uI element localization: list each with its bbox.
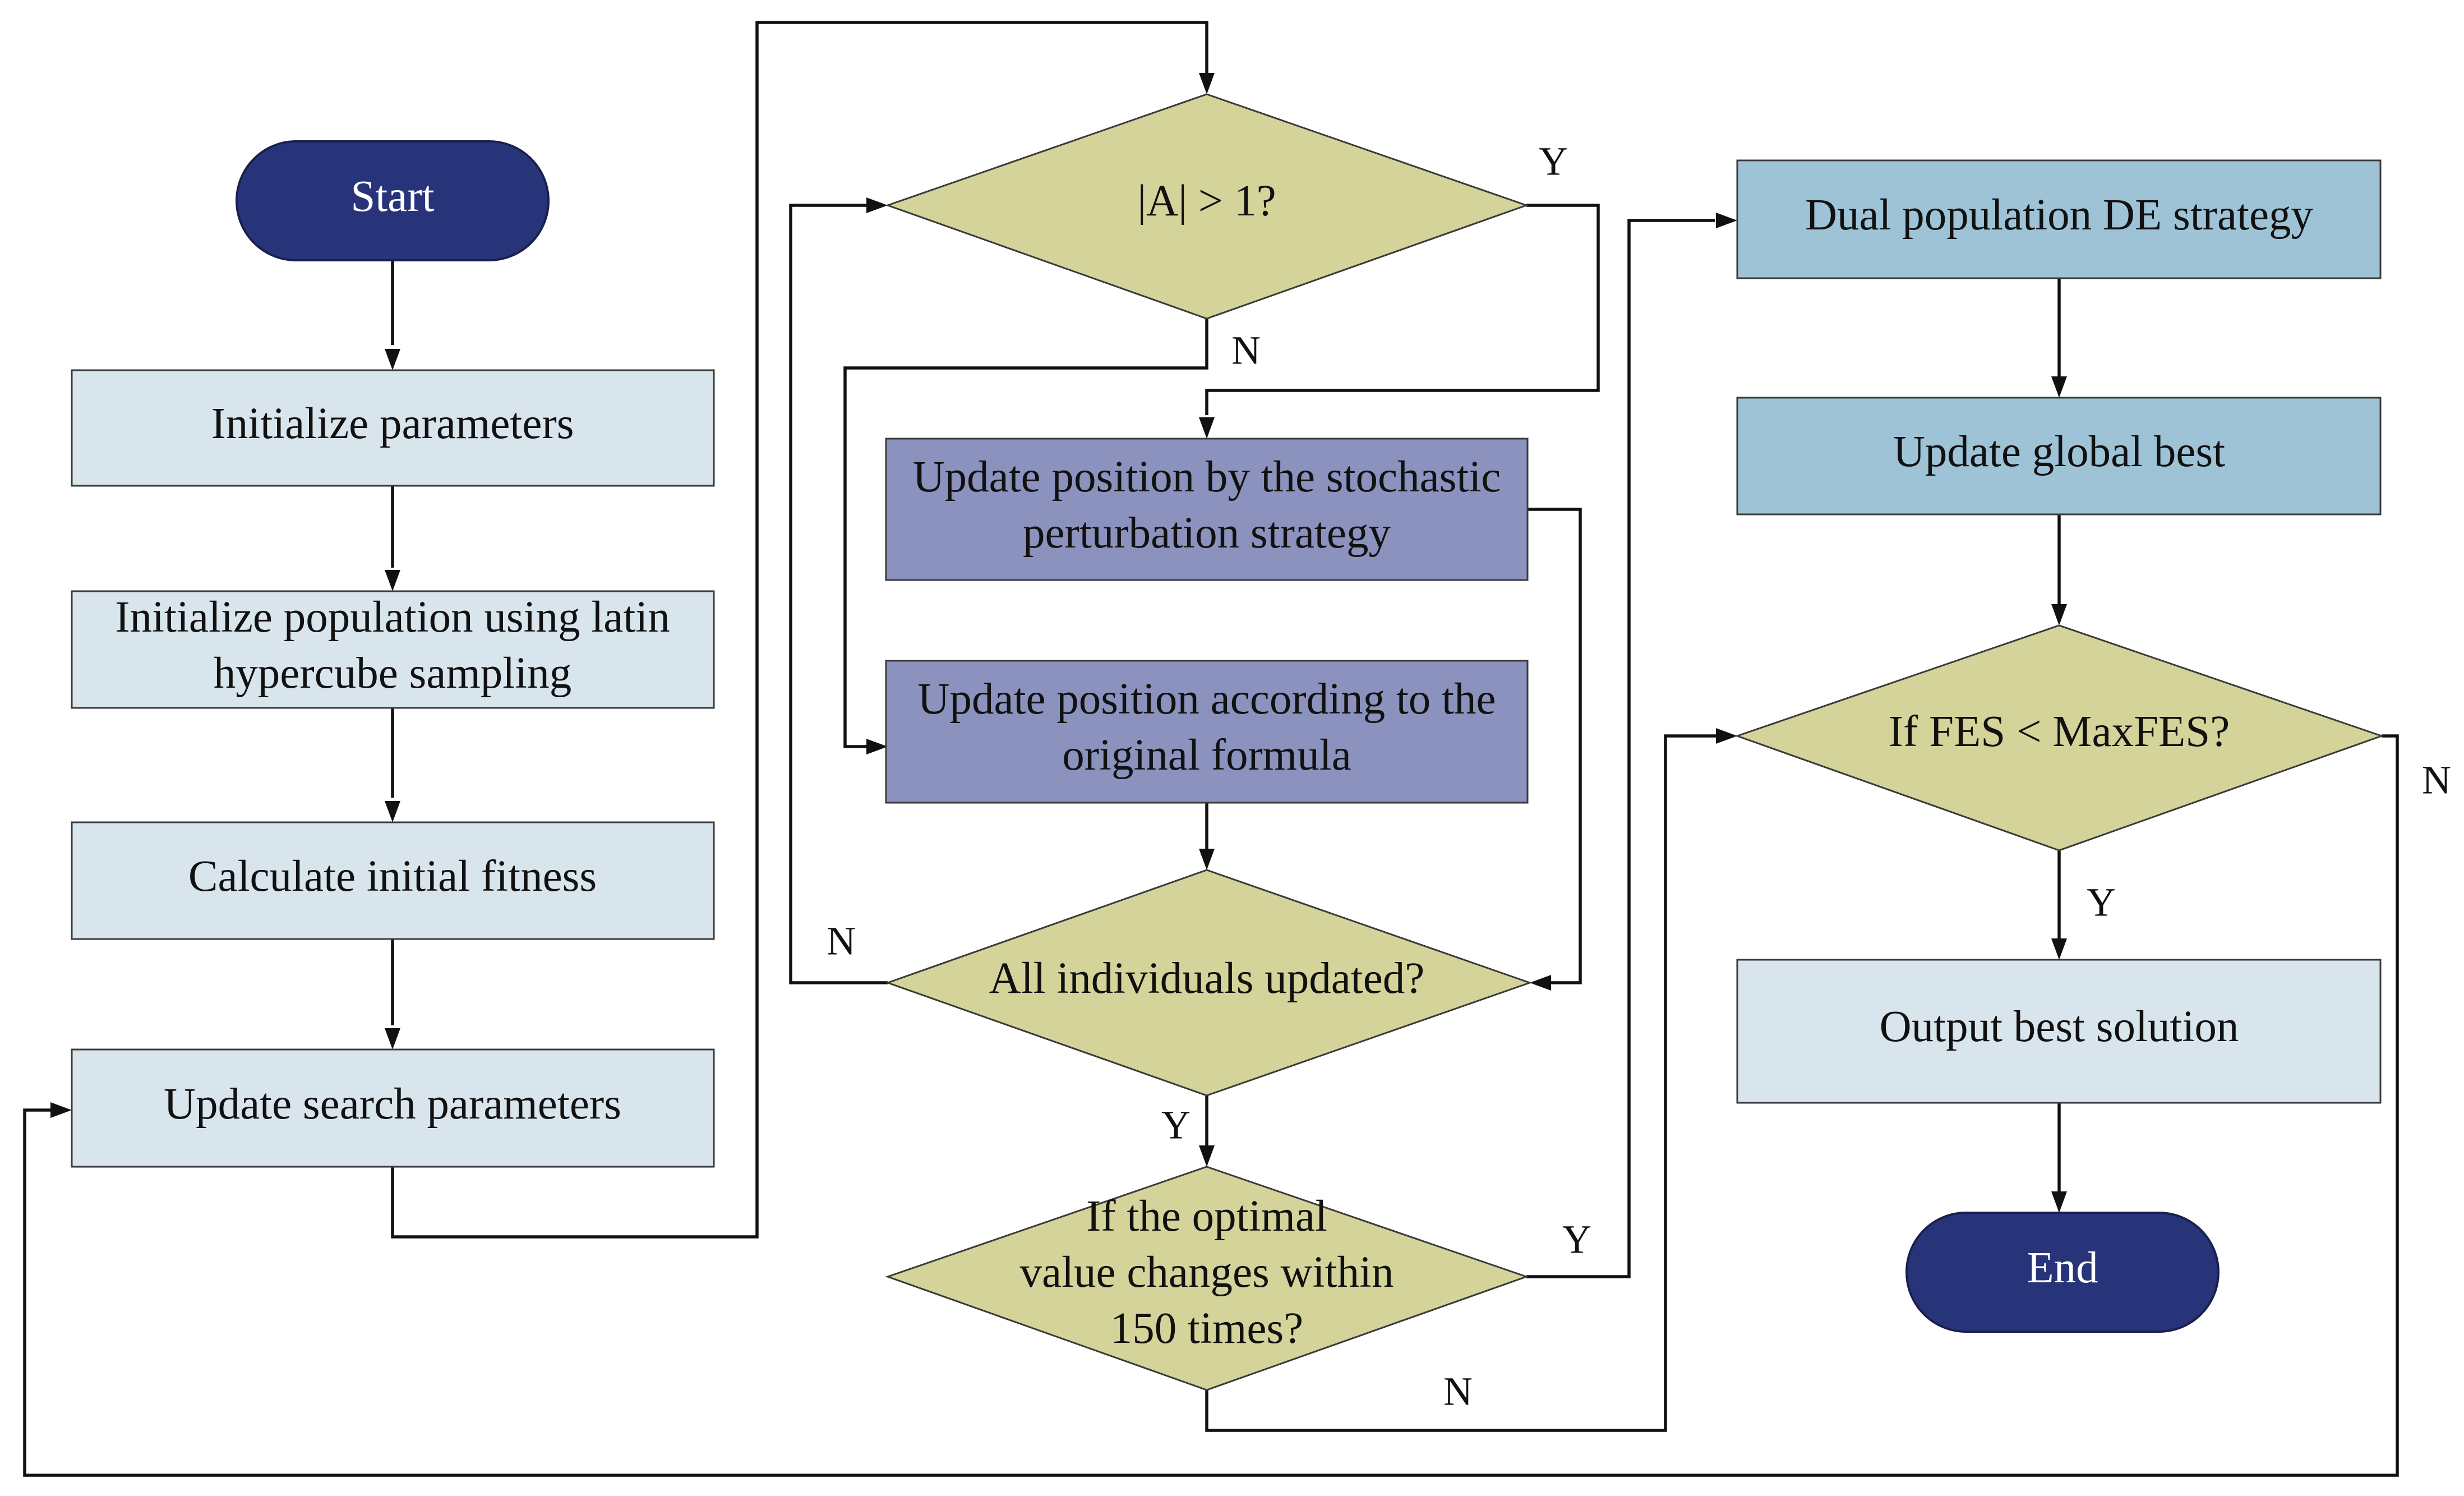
arrowhead (1199, 1145, 1215, 1167)
label-fes-no: N (2422, 758, 2451, 803)
arrowhead (866, 739, 888, 754)
start-terminal (236, 140, 550, 261)
arrowhead (866, 197, 888, 213)
update-global-box (1736, 397, 2382, 515)
calc-fitness-box (71, 821, 715, 940)
node-decision-a: |A| > 1? (885, 93, 1529, 320)
arrowhead (2051, 1191, 2067, 1213)
end-terminal (1905, 1212, 2220, 1333)
node-original: Update position according to the origina… (885, 660, 1529, 804)
label-a-yes: Y (1539, 139, 1568, 184)
init-pop-label-line2: hypercube sampling (214, 649, 571, 698)
node-init-pop: Initialize population using latin hyperc… (71, 590, 715, 709)
arrowhead (1199, 849, 1215, 870)
node-fes-check: If FES < MaxFES? (1734, 624, 2384, 851)
node-all-updated: All individuals updated? (885, 869, 1533, 1097)
init-pop-label-line1: Initialize population using latin (115, 593, 670, 642)
edge-stochastic-to-all (1528, 508, 1582, 984)
original-label-line2: original formula (1062, 731, 1351, 780)
arrowhead (2051, 376, 2067, 398)
node-update-search: Update search parameters (71, 1048, 715, 1168)
fes-check-diamond (1734, 624, 2384, 851)
label-opt-no: N (1443, 1369, 1473, 1414)
node-calc-fitness: Calculate initial fitness (71, 821, 715, 940)
init-params-box (71, 369, 715, 487)
stochastic-box (885, 438, 1529, 581)
arrowhead (385, 1028, 400, 1049)
update-search-box (71, 1048, 715, 1168)
decision-a-label: |A| > 1? (1137, 177, 1276, 225)
fes-check-label: If FES < MaxFES? (1889, 707, 2230, 756)
arrowhead (2051, 938, 2067, 960)
optimal-change-label-line1: If the optimal (1086, 1192, 1327, 1241)
all-updated-label: All individuals updated? (989, 954, 1425, 1003)
edge-labels: Y N N Y Y N Y N (827, 139, 2451, 1414)
node-optimal-change: If the optimal value changes within 150 … (885, 1166, 1529, 1391)
arrowhead (1716, 213, 1737, 228)
edge-opt-yes-to-dual (1526, 219, 1715, 1278)
original-label-line1: Update position according to the (917, 675, 1496, 724)
edge-a-yes-to-stochastic (1205, 204, 1600, 415)
arrowhead (1716, 728, 1737, 744)
dual-pop-box (1736, 159, 2382, 279)
start-label: Start (350, 172, 434, 221)
stochastic-label-line1: Update position by the stochastic (913, 453, 1501, 501)
init-pop-box (71, 590, 715, 709)
output-box (1736, 959, 2382, 1104)
edge-all-no-loop (789, 204, 888, 984)
arrowhead (385, 349, 400, 370)
original-box (885, 660, 1529, 804)
node-output: Output best solution (1736, 959, 2382, 1104)
arrowhead (1199, 73, 1215, 94)
edge-fes-no-loop (23, 734, 2399, 1477)
edge-opt-no-to-fes (1205, 734, 1716, 1432)
label-all-no: N (827, 919, 856, 964)
arrowhead (2051, 604, 2067, 625)
stochastic-label-line2: perturbation strategy (1023, 509, 1391, 558)
node-update-global: Update global best (1736, 397, 2382, 515)
init-params-label: Initialize parameters (211, 399, 574, 448)
update-global-label: Update global best (1893, 427, 2225, 476)
node-stochastic: Update position by the stochastic pertur… (885, 438, 1529, 581)
arrowheads (50, 73, 2067, 1213)
decision-a-diamond (885, 93, 1529, 320)
label-a-no: N (1231, 328, 1261, 373)
label-fes-yes: Y (2087, 880, 2116, 925)
node-dual-pop: Dual population DE strategy (1736, 159, 2382, 279)
all-updated-diamond (885, 869, 1533, 1097)
end-label: End (2027, 1244, 2098, 1292)
calc-fitness-label: Calculate initial fitness (188, 852, 597, 901)
label-all-yes: Y (1161, 1103, 1191, 1148)
arrowhead (1530, 975, 1551, 991)
node-start: Start (236, 140, 550, 261)
arrowhead (50, 1102, 72, 1118)
optimal-change-label-line2: value changes within (1020, 1248, 1394, 1297)
edge-update-to-decision (391, 21, 1208, 1239)
arrowhead (385, 570, 400, 591)
node-end: End (1905, 1212, 2220, 1333)
optimal-change-diamond (885, 1166, 1529, 1391)
dual-pop-label: Dual population DE strategy (1805, 191, 2314, 240)
edges (23, 21, 2399, 1477)
node-init-params: Initialize parameters (71, 369, 715, 487)
arrowhead (1199, 417, 1215, 439)
arrowhead (385, 801, 400, 822)
edge-a-no-to-original (843, 319, 1208, 748)
label-opt-yes: Y (1562, 1217, 1591, 1262)
optimal-change-label-line3: 150 times? (1110, 1304, 1303, 1353)
update-search-label: Update search parameters (164, 1080, 621, 1129)
output-label: Output best solution (1880, 1002, 2239, 1051)
